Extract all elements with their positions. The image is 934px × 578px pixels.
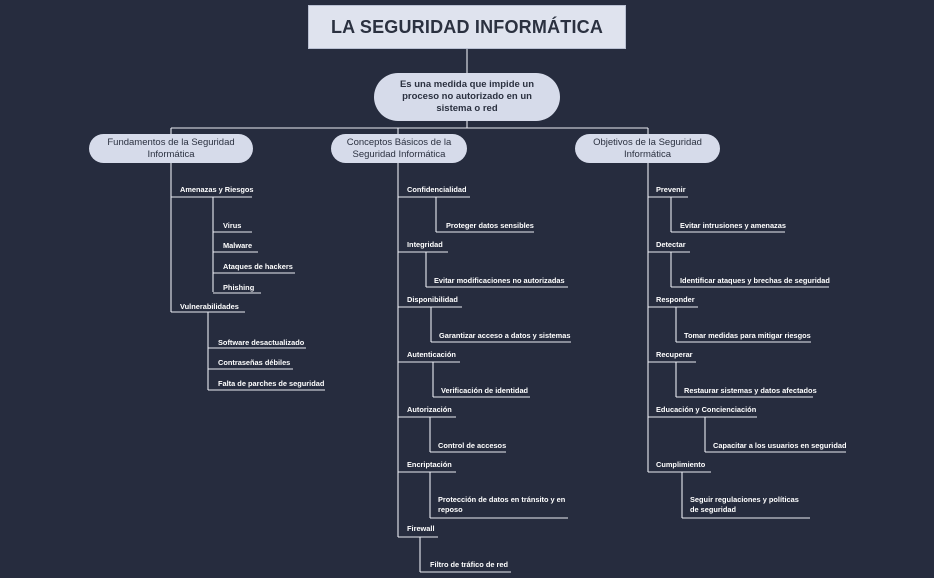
subtopic-integridad[interactable]: Integridad — [407, 240, 443, 249]
subtopic-amenazas[interactable]: Amenazas y Riesgos — [180, 185, 254, 194]
leaf-malware[interactable]: Malware — [223, 241, 253, 250]
leaf-restaurar-sistemas[interactable]: Restaurar sistemas y datos afectados — [684, 386, 817, 395]
leaf-seguir-regulaciones[interactable]: Seguir regulaciones y políticas de segur… — [690, 495, 799, 514]
branch-fundamentos[interactable]: Fundamentos de la Seguridad Informática — [89, 134, 253, 163]
leaf-tomar-medidas[interactable]: Tomar medidas para mitigar riesgos — [684, 331, 811, 340]
leaf-contrasenas-debiles[interactable]: Contraseñas débiles — [218, 358, 291, 367]
branch-conceptos[interactable]: Conceptos Básicos de la Seguridad Inform… — [331, 134, 467, 163]
leaf-falta-parches[interactable]: Falta de parches de seguridad — [218, 379, 325, 388]
leaf-virus[interactable]: Virus — [223, 221, 242, 230]
leaf-verificacion-identidad[interactable]: Verificación de identidad — [441, 386, 529, 395]
map-title[interactable]: LA SEGURIDAD INFORMÁTICA — [308, 5, 626, 49]
subtopic-cumplimiento[interactable]: Cumplimiento — [656, 460, 706, 469]
leaf-capacitar-usuarios[interactable]: Capacitar a los usuarios en seguridad — [713, 441, 847, 450]
leaf-filtro-trafico[interactable]: Filtro de tráfico de red — [430, 560, 509, 569]
subtopic-vulnerabilidades[interactable]: Vulnerabilidades — [180, 302, 239, 311]
leaf-evitar-modificaciones[interactable]: Evitar modificaciones no autorizadas — [434, 276, 565, 285]
leaf-proteccion-datos[interactable]: Protección de datos en tránsito y en rep… — [438, 495, 566, 514]
leaf-ataques-hackers[interactable]: Ataques de hackers — [223, 262, 293, 271]
leaf-software-desactualizado[interactable]: Software desactualizado — [218, 338, 305, 347]
subtopic-recuperar[interactable]: Recuperar — [656, 350, 693, 359]
leaf-phishing[interactable]: Phishing — [223, 283, 255, 292]
subtopic-prevenir[interactable]: Prevenir — [656, 185, 686, 194]
subtopic-confidencialidad[interactable]: Confidencialidad — [407, 185, 467, 194]
leaf-proteger-datos[interactable]: Proteger datos sensibles — [446, 221, 534, 230]
subtopic-firewall[interactable]: Firewall — [407, 524, 435, 533]
subtopic-autorizacion[interactable]: Autorización — [407, 405, 452, 414]
subtopic-responder[interactable]: Responder — [656, 295, 695, 304]
leaf-garantizar-acceso[interactable]: Garantizar acceso a datos y sistemas — [439, 331, 571, 340]
leaf-identificar-ataques[interactable]: Identificar ataques y brechas de segurid… — [680, 276, 830, 285]
subtopic-encriptacion[interactable]: Encriptación — [407, 460, 452, 469]
subtopic-autenticacion[interactable]: Autenticación — [407, 350, 456, 359]
subtopic-educacion[interactable]: Educación y Concienciación — [656, 405, 757, 414]
branch-objetivos[interactable]: Objetivos de la Seguridad Informática — [575, 134, 720, 163]
subtopic-disponibilidad[interactable]: Disponibilidad — [407, 295, 458, 304]
subtopic-detectar[interactable]: Detectar — [656, 240, 686, 249]
leaf-evitar-intrusiones[interactable]: Evitar intrusiones y amenazas — [680, 221, 786, 230]
root-topic[interactable]: Es una medida que impide un proceso no a… — [374, 73, 560, 121]
leaf-control-accesos[interactable]: Control de accesos — [438, 441, 507, 450]
